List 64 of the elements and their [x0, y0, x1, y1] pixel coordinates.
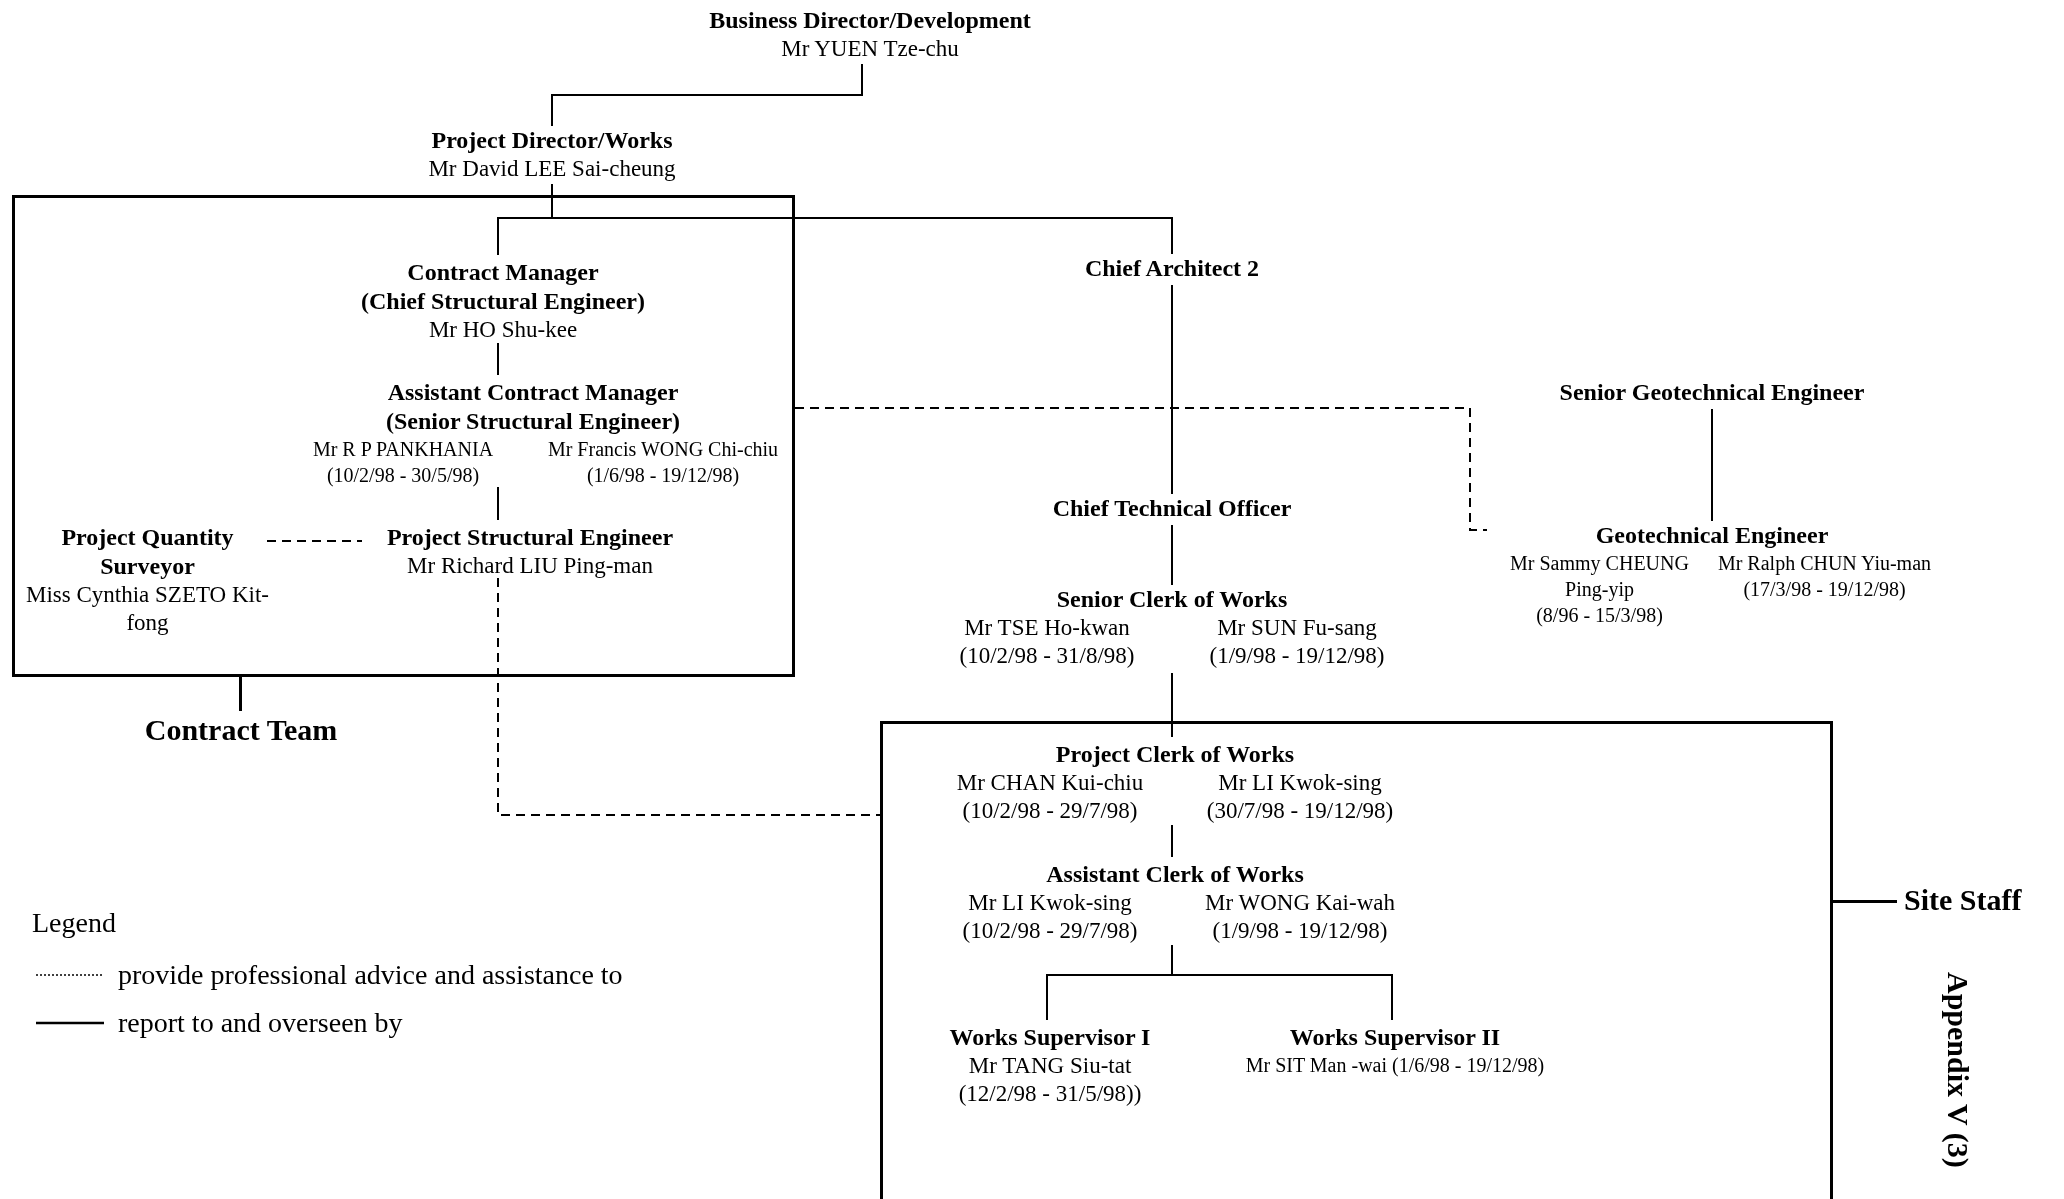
person-name: Mr LI Kwok-sing: [1218, 769, 1382, 797]
service-period: (10/2/98 - 31/8/98): [959, 642, 1135, 670]
person-name: Miss Cynthia SZETO Kit-fong: [25, 581, 270, 637]
role-title: Works Supervisor I: [949, 1023, 1151, 1052]
service-period: (10/2/98 - 29/7/98): [962, 917, 1138, 945]
role-title: Assistant Contract Manager: [387, 378, 679, 407]
person-name: Mr Sammy CHEUNG Ping-yip: [1509, 551, 1690, 602]
service-period: (1/6/98 - 19/12/98): [586, 463, 740, 488]
group-label: Contract Team: [143, 712, 339, 748]
person-name: Mr YUEN Tze-chu: [781, 35, 959, 63]
role-title: Project Quantity Surveyor: [60, 523, 235, 581]
appendix-label: Appendix V (3): [1941, 972, 1976, 1168]
connector-line: [266, 540, 363, 542]
service-period: (1/9/98 - 19/12/98): [1212, 917, 1388, 945]
connector-line: [1711, 408, 1713, 522]
person-name: Mr SUN Fu-sang: [1217, 614, 1377, 642]
connector-line: [1171, 284, 1173, 495]
person-name: Mr LI Kwok-sing: [968, 889, 1132, 917]
group-label: Site Staff: [1904, 882, 2022, 918]
role-title: Geotechnical Engineer: [1595, 521, 1829, 550]
role-title: Chief Technical Officer: [1052, 494, 1292, 523]
person-name: Mr Ralph CHUN Yiu-man: [1717, 551, 1932, 576]
role-title: Senior Clerk of Works: [1056, 585, 1288, 614]
legend-text: report to and overseen by: [118, 1006, 403, 1040]
role-title: Project Director/Works: [431, 126, 673, 155]
person-name: Mr WONG Kai-wah: [1205, 889, 1395, 917]
role-title: Works Supervisor II: [1289, 1023, 1501, 1052]
person-name: Mr CHAN Kui-chiu: [956, 769, 1144, 797]
service-period: (1/9/98 - 19/12/98): [1209, 642, 1385, 670]
connector-line: [1171, 944, 1393, 1021]
connector-line: [551, 63, 863, 127]
service-period: (30/7/98 - 19/12/98): [1206, 797, 1394, 825]
role-title: Chief Architect 2: [1084, 254, 1260, 283]
role-title: Senior Geotechnical Engineer: [1559, 378, 1865, 407]
role-title: Project Structural Engineer: [386, 523, 674, 552]
role-title: Contract Manager: [407, 258, 599, 287]
person-name: Mr R P PANKHANIA: [312, 437, 494, 462]
service-period: (12/2/98 - 31/5/98)): [958, 1080, 1142, 1108]
connector-line: [1171, 824, 1173, 858]
role-title: Project Clerk of Works: [1055, 740, 1295, 769]
connector-line: [1171, 672, 1173, 738]
person-name: Mr Francis WONG Chi-chiu: [547, 437, 779, 462]
person-name: Mr HO Shu-kee: [428, 316, 578, 344]
role-title: (Chief Structural Engineer): [361, 287, 645, 316]
service-period: (17/3/98 - 19/12/98): [1743, 577, 1906, 602]
person-name: Mr Richard LIU Ping-man: [407, 552, 653, 580]
connector-line: [551, 183, 1173, 255]
person-name: Mr TSE Ho-kwan: [964, 614, 1130, 642]
service-period: (10/2/98 - 30/5/98): [326, 463, 480, 488]
connector-line: [497, 342, 499, 376]
service-period: (8/96 - 15/3/98): [1536, 603, 1663, 628]
role-title: (Senior Structural Engineer): [385, 407, 681, 436]
person-name: Mr David LEE Sai-cheung: [428, 155, 676, 183]
role-title: Business Director/Development: [709, 6, 1031, 35]
connector-line: [497, 577, 881, 816]
connector-line: [1171, 524, 1173, 586]
person-name: Mr SIT Man -wai (1/6/98 - 19/12/98): [1245, 1053, 1545, 1078]
role-title: Assistant Clerk of Works: [1046, 860, 1304, 889]
connector-line: [794, 407, 1488, 531]
legend-title: Legend: [32, 906, 116, 940]
person-name: Mr TANG Siu-tat: [968, 1052, 1132, 1080]
connector-line: [497, 486, 499, 521]
legend-text: provide professional advice and assistance to: [118, 958, 623, 992]
service-period: (10/2/98 - 29/7/98): [962, 797, 1138, 825]
